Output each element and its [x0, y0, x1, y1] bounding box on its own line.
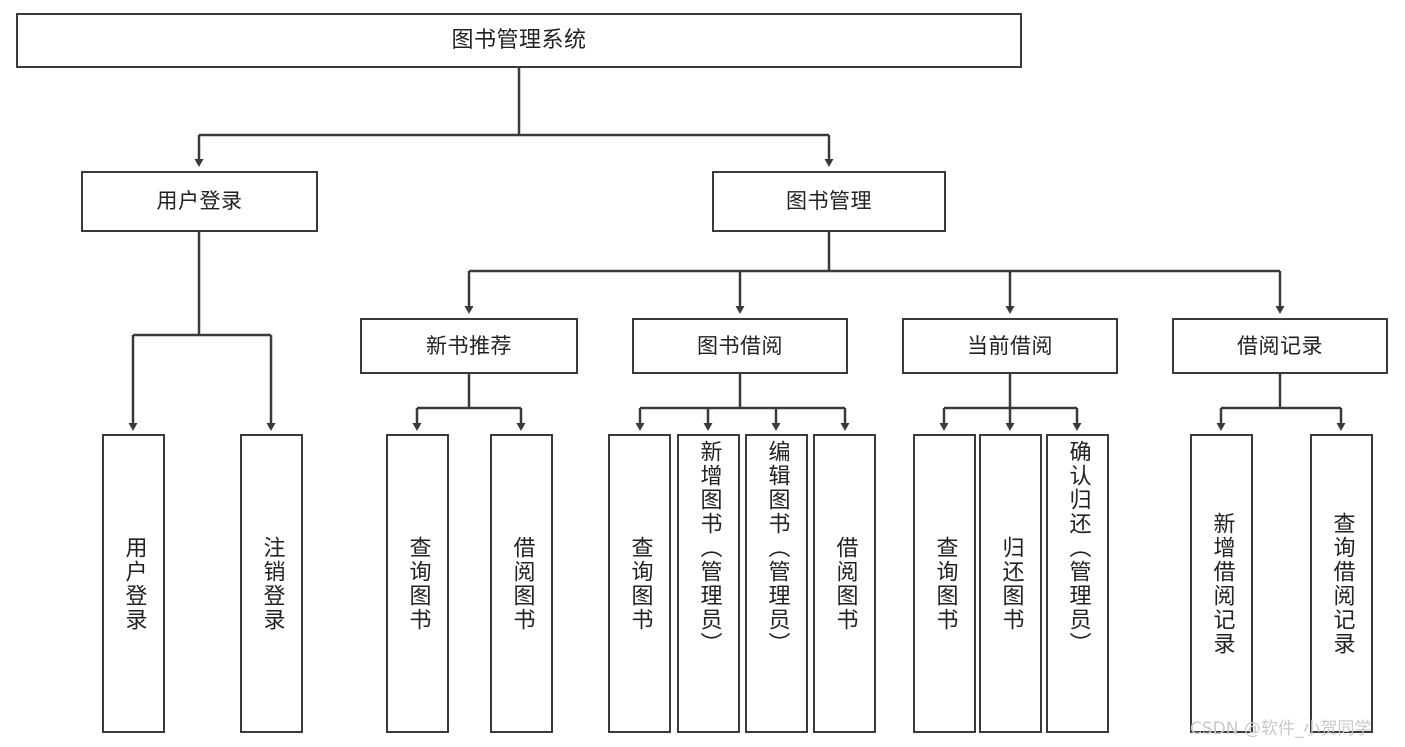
node-label: 借阅图书	[832, 535, 858, 632]
node-user-login[interactable]: 用户登录	[81, 171, 318, 232]
leaf-borrow-record-add-record[interactable]: 新增借阅记录	[1190, 434, 1253, 733]
leaf-book-borrow-query-book[interactable]: 查询图书	[608, 434, 671, 733]
node-label: 用户登录	[156, 189, 243, 214]
node-label: 新书推荐	[426, 333, 512, 358]
node-book-borrow[interactable]: 图书借阅	[632, 318, 848, 374]
node-new-book-recommend[interactable]: 新书推荐	[360, 318, 578, 374]
node-label: 图书管理系统	[451, 27, 587, 53]
node-book-management[interactable]: 图书管理	[712, 171, 946, 232]
node-label: 图书借阅	[697, 333, 783, 358]
node-label: 查询借阅记录	[1329, 511, 1355, 656]
leaf-book-borrow-borrow-book[interactable]: 借阅图书	[813, 434, 876, 733]
watermark-text: CSDN @软件_小贺同学	[1190, 719, 1372, 739]
node-label: 归还图书	[998, 535, 1024, 632]
leaf-current-borrow-confirm-return-admin[interactable]: 确认归还（管理员）	[1046, 434, 1109, 733]
node-label: 查询图书	[932, 535, 958, 632]
node-label: 编辑图书（管理员）	[764, 440, 790, 656]
node-label: 查询图书	[405, 535, 431, 632]
node-root-book-management-system[interactable]: 图书管理系统	[16, 13, 1022, 68]
node-label: 当前借阅	[967, 333, 1053, 358]
node-label: 用户登录	[121, 535, 147, 632]
leaf-user-login-logout[interactable]: 注销登录	[240, 434, 303, 733]
leaf-current-borrow-query-book[interactable]: 查询图书	[913, 434, 976, 733]
node-label: 图书管理	[786, 189, 872, 214]
node-borrow-record[interactable]: 借阅记录	[1172, 318, 1388, 374]
node-label: 新增图书（管理员）	[696, 440, 722, 656]
leaf-book-borrow-add-book-admin[interactable]: 新增图书（管理员）	[677, 434, 740, 733]
leaf-borrow-record-query-record[interactable]: 查询借阅记录	[1310, 434, 1373, 733]
leaf-new-book-borrow-book[interactable]: 借阅图书	[490, 434, 553, 733]
node-label: 查询图书	[627, 535, 653, 632]
leaf-user-login-login[interactable]: 用户登录	[102, 434, 165, 733]
node-label: 确认归还（管理员）	[1065, 440, 1091, 656]
node-label: 新增借阅记录	[1209, 511, 1235, 656]
node-label: 借阅图书	[509, 535, 535, 632]
node-label: 借阅记录	[1237, 333, 1323, 358]
node-current-borrow[interactable]: 当前借阅	[902, 318, 1118, 374]
leaf-new-book-query-book[interactable]: 查询图书	[386, 434, 449, 733]
leaf-current-borrow-return-book[interactable]: 归还图书	[979, 434, 1042, 733]
leaf-book-borrow-edit-book-admin[interactable]: 编辑图书（管理员）	[745, 434, 808, 733]
node-label: 注销登录	[259, 535, 285, 632]
